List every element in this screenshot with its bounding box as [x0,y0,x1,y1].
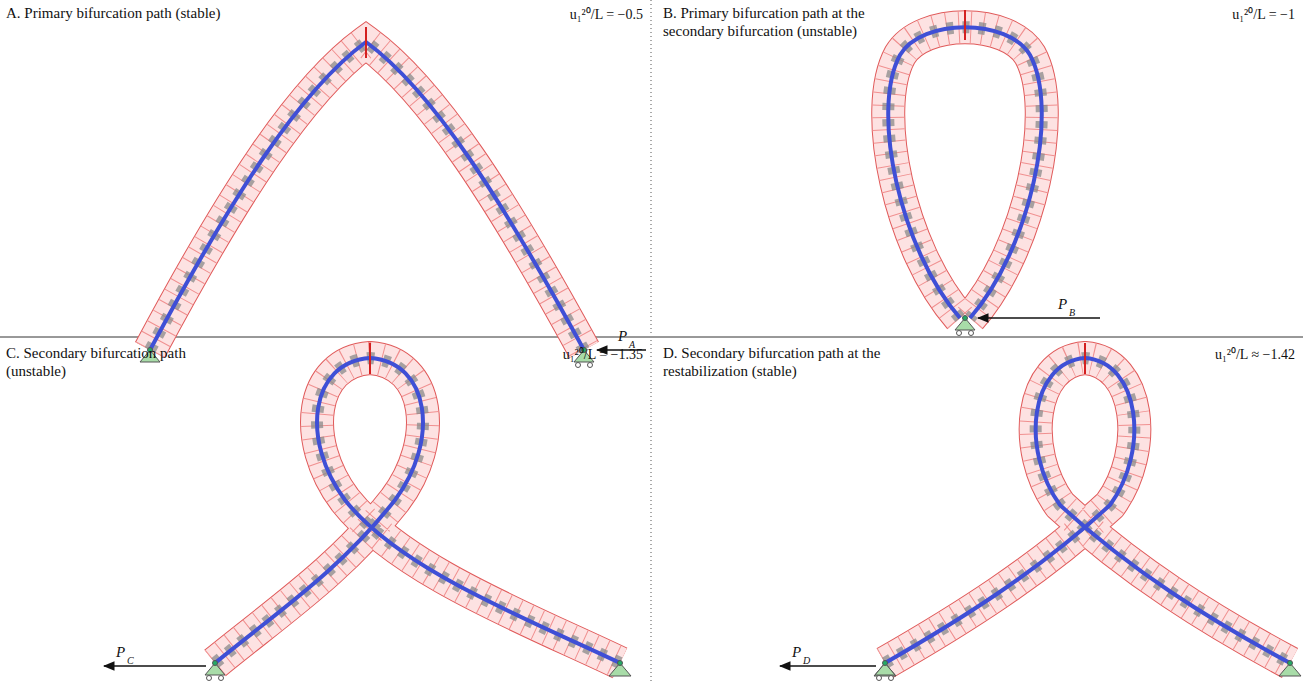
panel-divider [0,337,1303,338]
beam-band [885,343,1290,663]
load-label: P [1058,295,1067,313]
load-label: P [792,643,801,661]
parameter-value: u₁²⁰/L ≈ −1.42 [1215,346,1295,364]
pin-support [140,348,1301,677]
load-subscript: D [803,652,810,670]
panel-title: D. Secondary bifurcation path at the res… [663,344,891,380]
panel-title: A. Primary bifurcation path (stable) [6,4,221,22]
panel-title: B. Primary bifurcation path at the secon… [663,4,885,40]
load-arrow [104,318,1100,666]
parameter-value: u₁²⁰/L = −0.5 [570,6,643,24]
beam-band [150,27,584,350]
parameter-value: u₁²⁰/L = −1 [1232,6,1295,24]
load-label: P [618,327,627,345]
beam-band [215,343,620,663]
parameter-value: u₁²⁰/L = −1.35 [563,346,643,364]
panel-divider [651,0,652,334]
load-subscript: C [127,652,134,670]
panel-divider [651,340,652,682]
beam-band [888,10,1042,318]
roller-support [205,316,975,681]
load-label: P [116,643,125,661]
load-subscript: B [1069,304,1075,322]
panel-title: C. Secondary bifurcation path (unstable) [6,344,221,380]
